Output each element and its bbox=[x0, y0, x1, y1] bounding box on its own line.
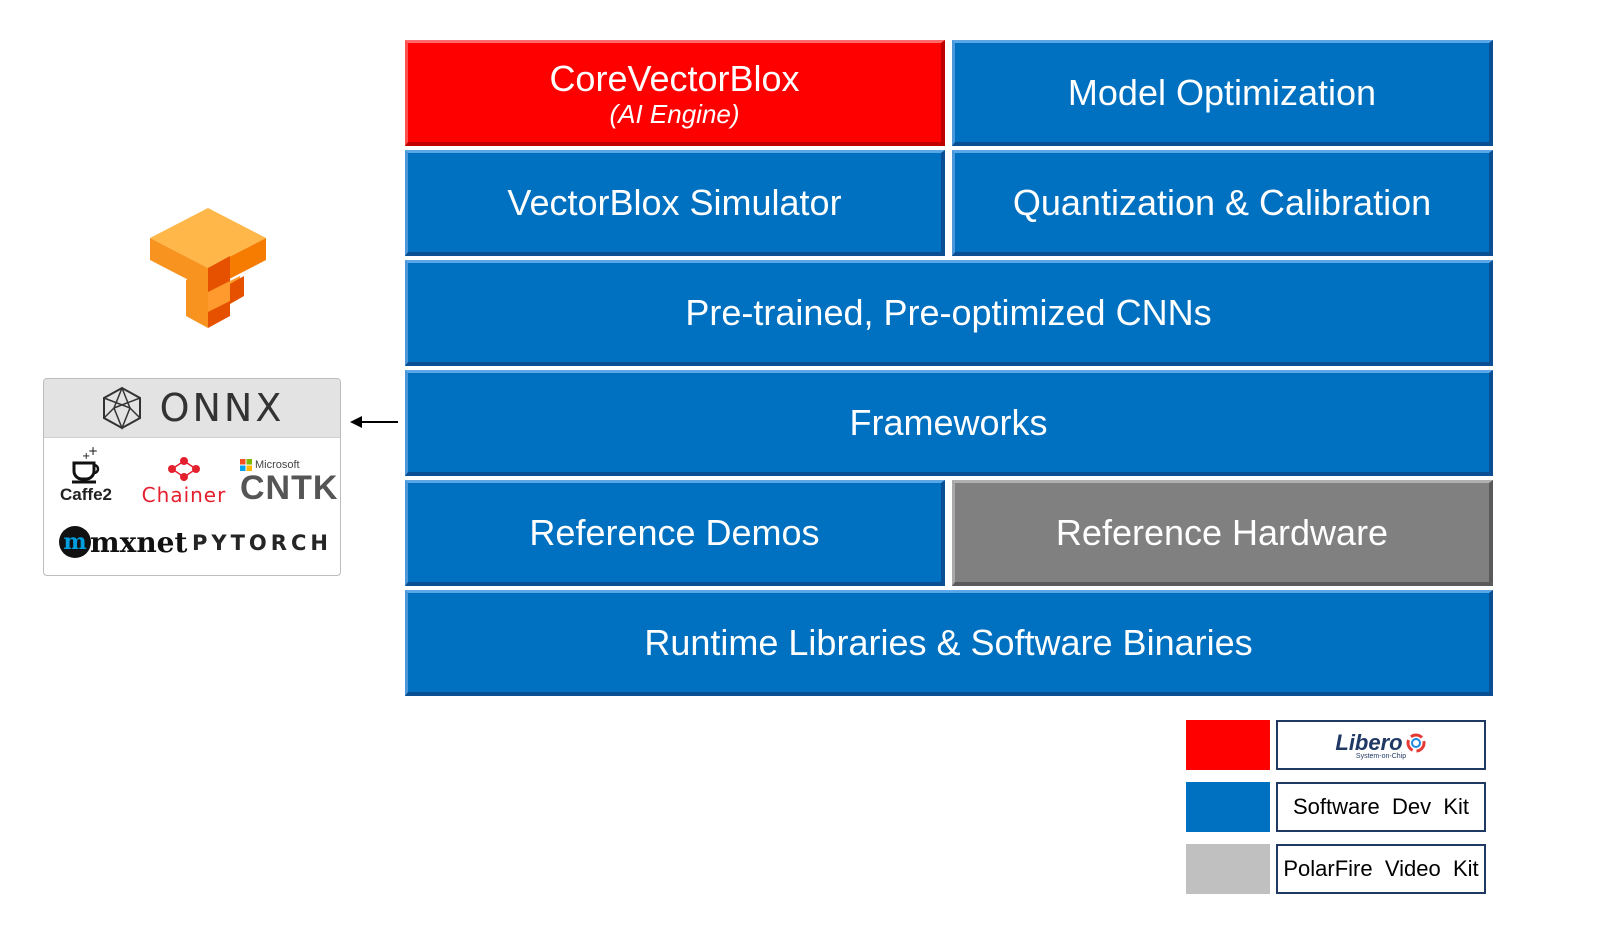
cntk-vendor-label: Microsoft bbox=[255, 459, 300, 471]
libero-sublabel: System-on-Chip bbox=[1355, 753, 1407, 760]
reference-demos-label: Reference Demos bbox=[529, 511, 820, 553]
mxnet-label: mxnet bbox=[90, 525, 188, 559]
frameworks-arrow bbox=[350, 416, 398, 428]
svg-text:+: + bbox=[82, 451, 90, 462]
model-optimization-label: Model Optimization bbox=[1067, 71, 1377, 113]
pretrained-cnns-label: Pre-trained, Pre-optimized CNNs bbox=[685, 291, 1212, 333]
caffe2-logo: + + Caffe2 bbox=[56, 445, 116, 505]
legend-swatch-libero bbox=[1186, 720, 1270, 770]
reference-hardware-label: Reference Hardware bbox=[1055, 511, 1389, 553]
libero-logo-text: Libero bbox=[1335, 730, 1403, 755]
simulator-label: VectorBlox Simulator bbox=[507, 181, 842, 223]
legend-label-video-kit: PolarFire Video Kit bbox=[1276, 844, 1486, 894]
legend-label-libero: Libero System-on-Chip bbox=[1276, 720, 1486, 770]
core-vectorblox-label: CoreVectorBlox bbox=[549, 57, 800, 99]
core-vectorblox-sublabel: (AI Engine) bbox=[609, 99, 740, 130]
reference-demos-block: Reference Demos bbox=[405, 480, 945, 586]
tensorflow-icon bbox=[150, 208, 266, 328]
legend-label-sdk: Software Dev Kit bbox=[1276, 782, 1486, 832]
chainer-logo: Chainer bbox=[136, 455, 232, 507]
onnx-title: ONNX bbox=[159, 386, 285, 430]
frameworks-block: Frameworks bbox=[405, 370, 1493, 476]
frameworks-label: Frameworks bbox=[849, 401, 1048, 443]
simulator-block: VectorBlox Simulator bbox=[405, 150, 945, 256]
svg-text:+: + bbox=[88, 445, 98, 458]
onnx-header: ONNX bbox=[44, 379, 340, 438]
pretrained-cnns-block: Pre-trained, Pre-optimized CNNs bbox=[405, 260, 1493, 366]
microsoft-logo-icon bbox=[240, 459, 252, 471]
pytorch-label: PYTORCH bbox=[192, 531, 332, 555]
legend-video-kit-text: PolarFire Video Kit bbox=[1283, 856, 1479, 881]
legend-swatch-video-kit bbox=[1186, 844, 1270, 894]
coffee-cup-icon: + + bbox=[72, 445, 100, 484]
core-vectorblox-block: CoreVectorBlox (AI Engine) bbox=[405, 40, 945, 146]
cntk-logo: Microsoft CNTK bbox=[240, 459, 339, 507]
mxnet-icon: m bbox=[59, 526, 91, 558]
pytorch-logo: PYTORCH bbox=[192, 531, 332, 555]
onnx-icon bbox=[102, 386, 141, 430]
reference-hardware-block: Reference Hardware bbox=[952, 480, 1493, 586]
runtime-libraries-label: Runtime Libraries & Software Binaries bbox=[644, 621, 1253, 663]
quantization-label: Quantization & Calibration bbox=[1012, 181, 1432, 223]
runtime-libraries-block: Runtime Libraries & Software Binaries bbox=[405, 590, 1493, 696]
caffe2-label: Caffe2 bbox=[60, 485, 112, 504]
onnx-frameworks-panel: ONNX + + Caffe2 Chainer bbox=[43, 378, 341, 576]
chainer-icon bbox=[168, 457, 200, 481]
cntk-label: CNTK bbox=[240, 469, 339, 507]
libero-swirl-icon bbox=[1406, 733, 1426, 753]
svg-text:m: m bbox=[63, 529, 86, 555]
chainer-label: Chainer bbox=[141, 483, 227, 507]
model-optimization-block: Model Optimization bbox=[952, 40, 1493, 146]
legend-swatch-sdk bbox=[1186, 782, 1270, 832]
quantization-block: Quantization & Calibration bbox=[952, 150, 1493, 256]
mxnet-logo: m mxnet bbox=[58, 525, 187, 559]
legend-sdk-text: Software Dev Kit bbox=[1292, 794, 1470, 819]
